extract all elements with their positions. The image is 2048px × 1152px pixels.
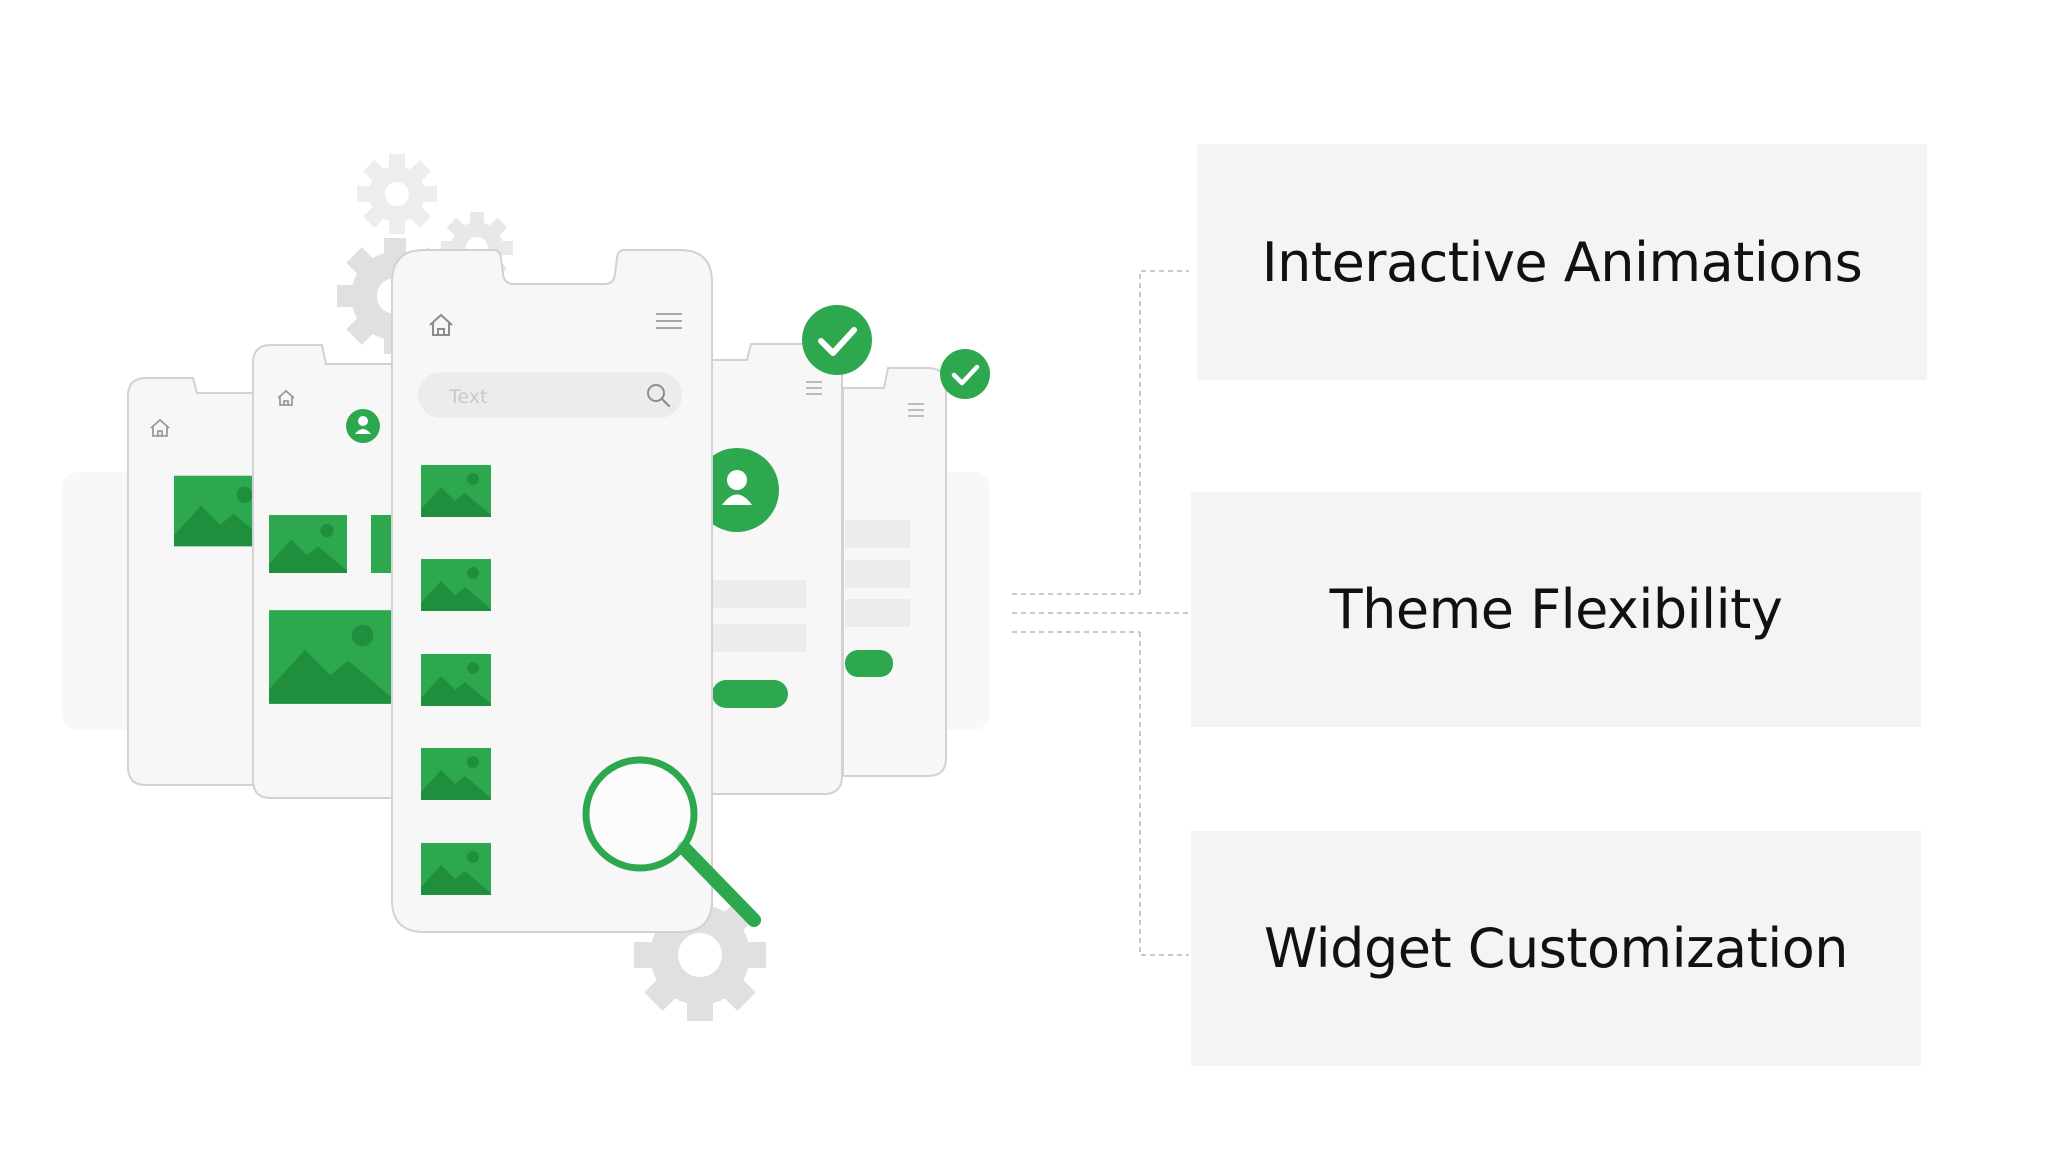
check-icon (940, 349, 990, 399)
check-icon (802, 305, 872, 375)
feature-label: Widget Customization (1263, 917, 1849, 980)
search-input[interactable] (418, 372, 682, 418)
image-placeholder-icon (421, 843, 491, 895)
phone-screen-back-left (127, 377, 269, 786)
image-placeholder-icon (421, 465, 491, 517)
gear-icon (357, 154, 437, 234)
content-line (845, 599, 910, 627)
feature-card-interactive-animations: Interactive Animations (1197, 144, 1927, 380)
feature-card-widget-customization: Widget Customization (1191, 831, 1921, 1066)
phone-screen-right (695, 343, 843, 795)
home-icon (150, 418, 170, 437)
content-line (845, 560, 910, 588)
image-placeholder-icon (269, 610, 395, 704)
home-icon (429, 313, 453, 336)
feature-label: Theme Flexibility (1329, 578, 1783, 641)
connector-lines (1012, 270, 1191, 956)
feature-label: Interactive Animations (1261, 230, 1863, 294)
feature-card-theme-flexibility: Theme Flexibility (1191, 492, 1921, 727)
content-line (712, 624, 806, 652)
content-line (845, 520, 910, 548)
user-icon (695, 448, 779, 532)
phone-screen-back-right (842, 367, 947, 777)
image-placeholder-icon (421, 748, 491, 800)
search-placeholder: Text (448, 386, 487, 408)
magnifying-glass-icon (582, 756, 761, 927)
action-bar (712, 680, 788, 708)
hamburger-menu-icon (806, 381, 822, 395)
hamburger-menu-icon (908, 403, 924, 417)
hamburger-menu-icon (656, 313, 682, 329)
user-icon (346, 409, 380, 443)
image-placeholder-icon (421, 654, 491, 706)
phone-screen-left (252, 344, 396, 799)
action-bar (845, 650, 893, 677)
image-placeholder-icon (269, 515, 347, 573)
home-icon (277, 389, 295, 406)
image-placeholder-icon (421, 559, 491, 611)
search-icon[interactable] (647, 384, 671, 408)
content-line (712, 580, 806, 608)
